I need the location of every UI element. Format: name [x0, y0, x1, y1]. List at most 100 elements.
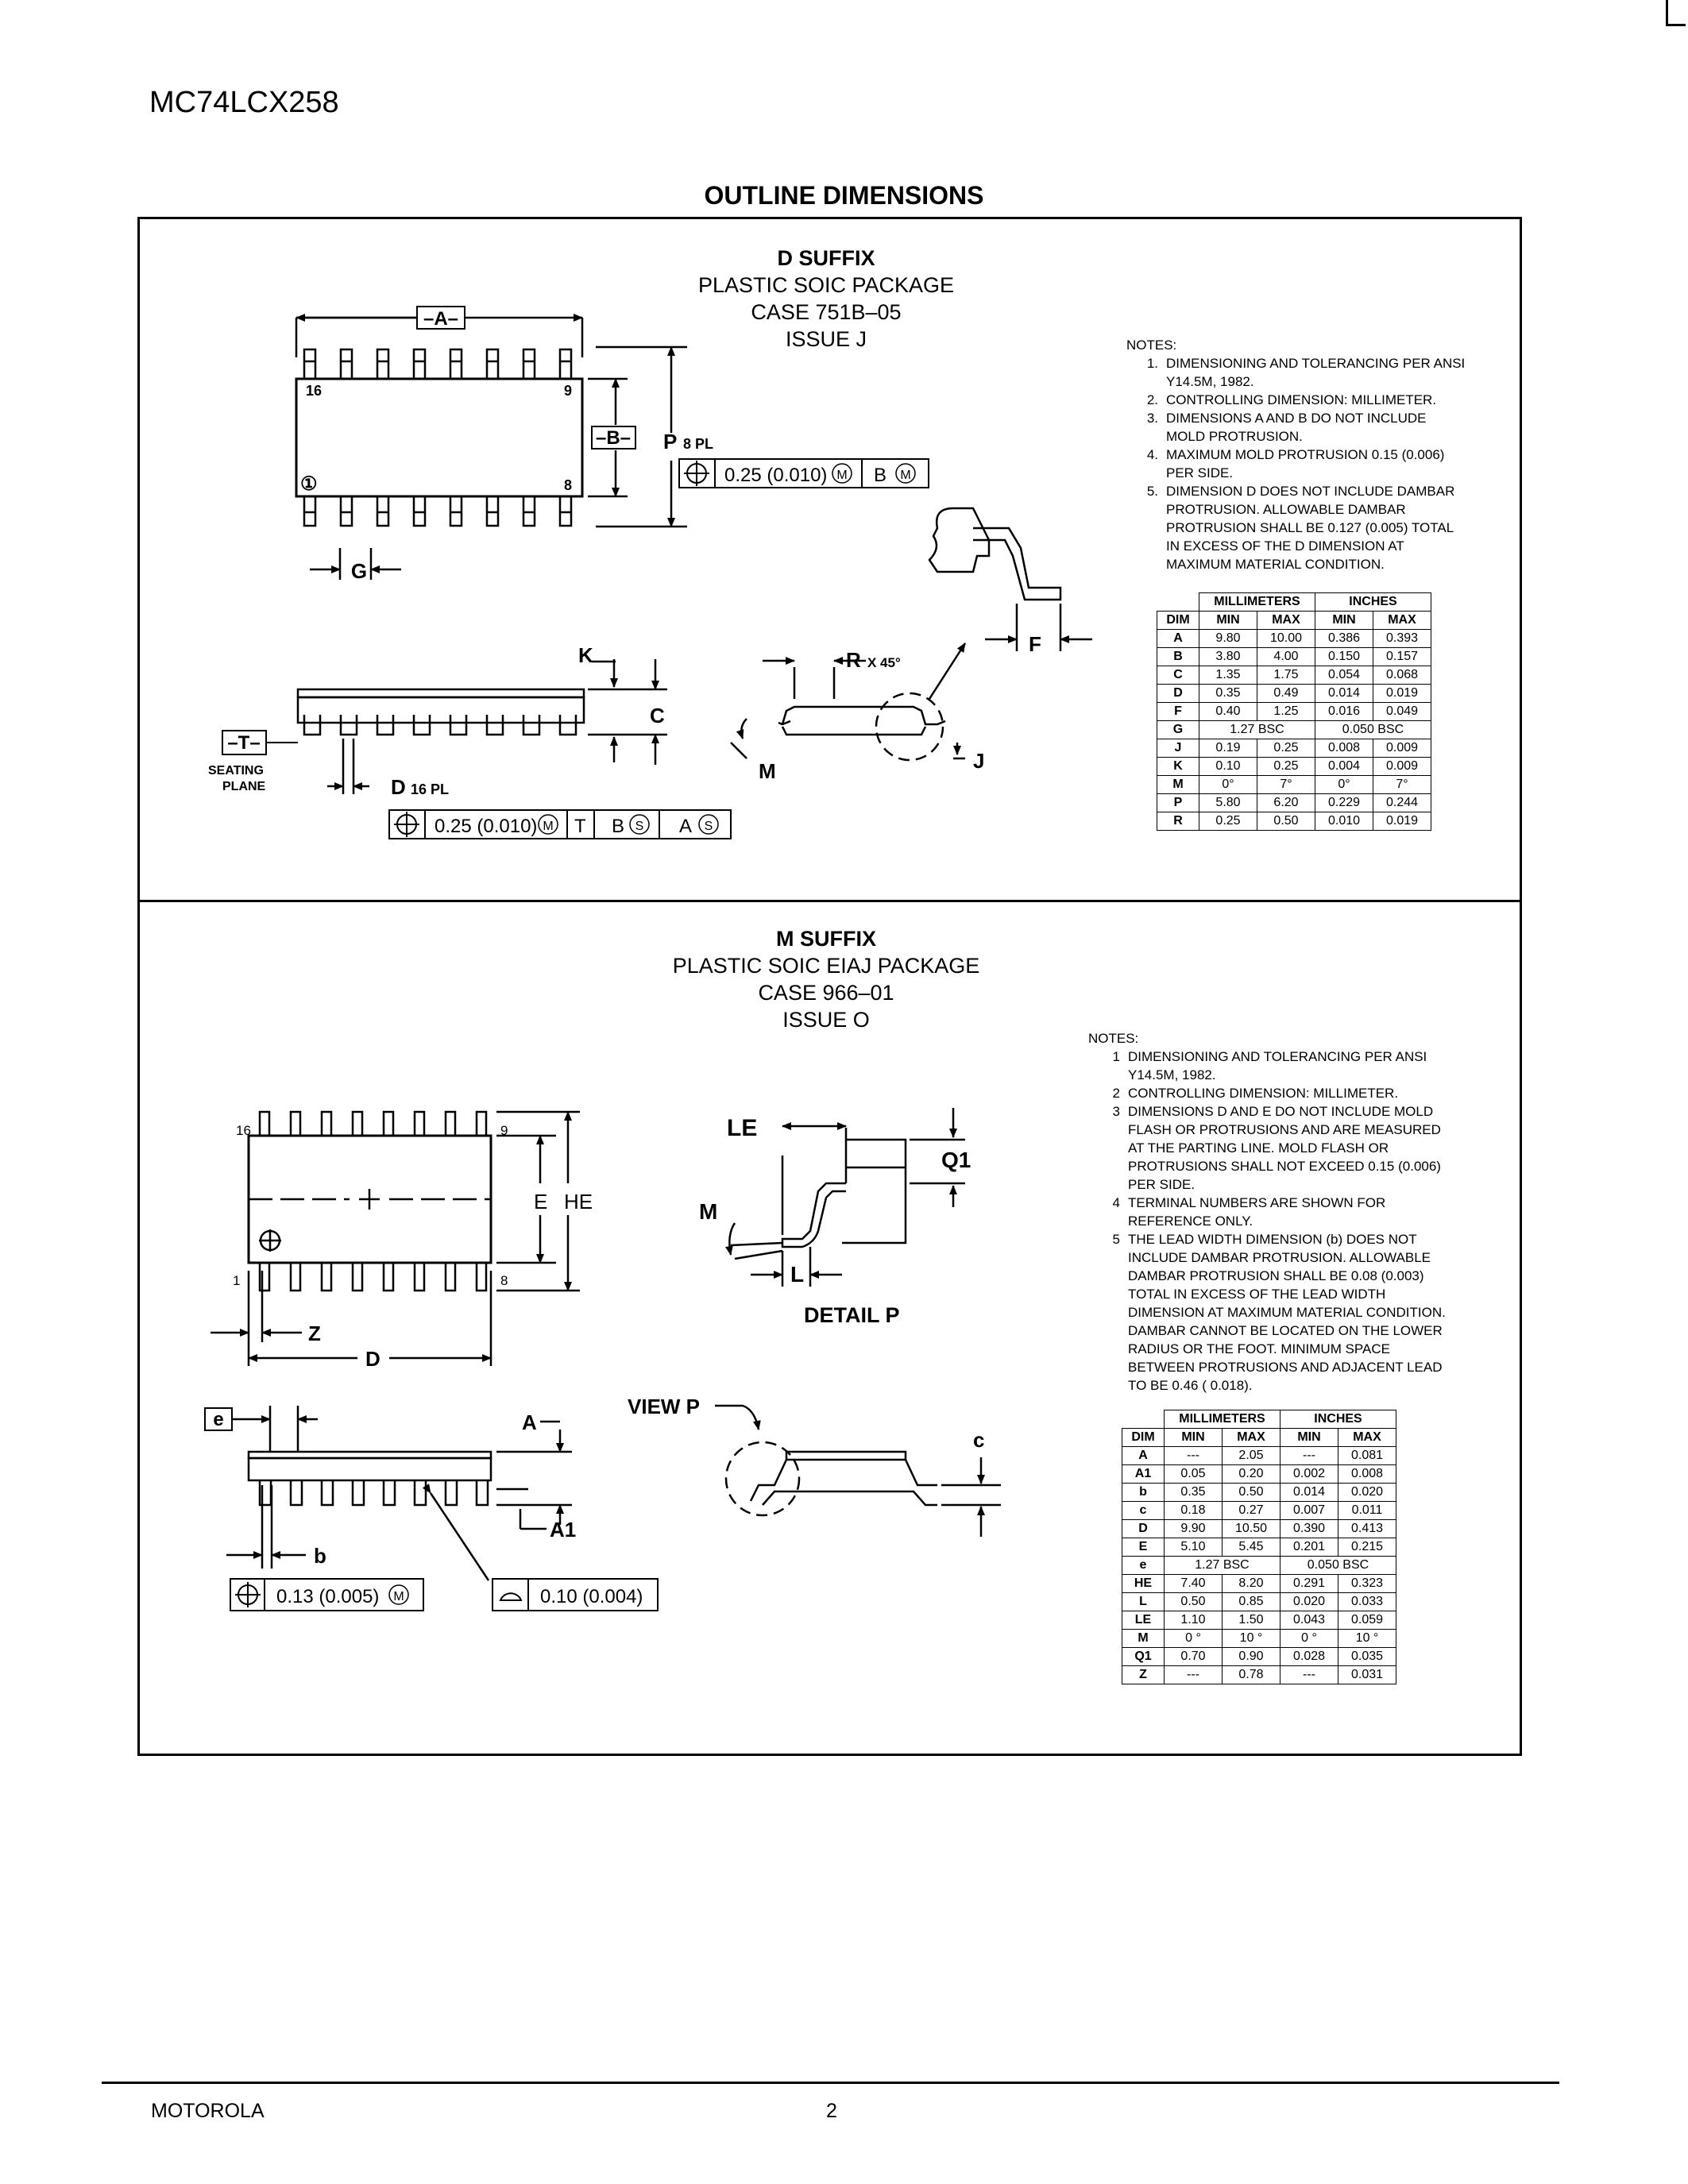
value-cell: 1.27 BSC — [1199, 720, 1315, 739]
d-suffix-issue: ISSUE J — [785, 327, 867, 351]
value-cell: 0.25 — [1199, 812, 1257, 831]
note-text: DIMENSIONING AND TOLERANCING PER ANSI Y1… — [1166, 356, 1466, 389]
note-number: 3 — [1112, 1104, 1120, 1119]
d-end-view: R X 45° M J — [730, 642, 984, 783]
lead-pin — [258, 1261, 271, 1292]
m-suffix-dimension-table: MILLIMETERS INCHES DIM MIN MAX MIN MAX A… — [1122, 1410, 1396, 1684]
note-text: DIMENSIONS D AND E DO NOT INCLUDE MOLD F… — [1128, 1104, 1441, 1192]
m-suffix-heading: M SUFFIX PLASTIC SOIC EIAJ PACKAGE CASE … — [635, 925, 1017, 1033]
dim-cell: A — [1157, 629, 1199, 648]
value-cell: 0.014 — [1280, 1483, 1338, 1502]
value-cell: 0.215 — [1338, 1538, 1396, 1557]
section-divider — [137, 900, 1522, 902]
pin-16-label: 16 — [236, 1123, 251, 1138]
dim-note-p: 8 PL — [683, 436, 713, 452]
value-cell: 0.002 — [1280, 1464, 1338, 1484]
value-cell: 0.049 — [1373, 702, 1431, 721]
mmc-symbol: M — [543, 820, 553, 833]
dim-cell: L — [1122, 1592, 1165, 1611]
note-item: 3.DIMENSIONS A AND B DO NOT INCLUDE MOLD… — [1126, 409, 1508, 446]
dim-cell: HE — [1122, 1574, 1165, 1593]
dim-cell: c — [1122, 1501, 1165, 1520]
lead-pin — [558, 348, 573, 379]
value-cell: --- — [1280, 1665, 1338, 1684]
note-item: 1.DIMENSIONING AND TOLERANCING PER ANSI … — [1126, 354, 1508, 391]
note-number: 4. — [1146, 447, 1158, 462]
dim-label-k: K — [578, 643, 593, 667]
datum-b: B — [612, 816, 624, 837]
pin-1-label: ① — [300, 473, 318, 495]
lead-pin — [413, 1480, 427, 1507]
value-cell: 0.054 — [1315, 666, 1373, 685]
value-cell: 0.068 — [1373, 666, 1431, 685]
lead-pin — [339, 496, 353, 527]
note-number: 4 — [1112, 1195, 1120, 1210]
value-cell: 0.40 — [1199, 702, 1257, 721]
lead-pin — [289, 1480, 303, 1507]
note-text: THE LEAD WIDTH DIMENSION (b) DOES NOT IN… — [1128, 1232, 1446, 1393]
note-number: 5 — [1112, 1232, 1120, 1247]
document-title: MC74LCX258 — [149, 86, 339, 119]
col-header: MAX — [1373, 611, 1431, 630]
dim-label-m: M — [699, 1199, 717, 1224]
rfs-symbol: S — [705, 820, 713, 833]
d-suffix-title: D SUFFIX — [777, 246, 875, 270]
lead-pin — [320, 1110, 333, 1137]
outline-frame — [137, 217, 1522, 1756]
d-lead-detail: F — [928, 507, 1092, 656]
lead-pin — [485, 496, 500, 527]
lead-pin — [475, 1110, 488, 1137]
value-cell: 0.019 — [1373, 684, 1431, 703]
dim-label-q1: Q1 — [941, 1148, 971, 1172]
value-cell: 0.413 — [1338, 1519, 1396, 1538]
lead-pin — [376, 715, 395, 736]
value-cell: 0.323 — [1338, 1574, 1396, 1593]
dim-cell: P — [1157, 793, 1199, 812]
d-suffix-heading: D SUFFIX PLASTIC SOIC PACKAGE CASE 751B–… — [635, 245, 1017, 353]
lead-pin — [558, 715, 577, 736]
lead-pin — [303, 348, 317, 379]
dim-cell: Z — [1122, 1665, 1165, 1684]
value-cell: 5.45 — [1222, 1538, 1280, 1557]
value-cell: 0.011 — [1338, 1501, 1396, 1520]
value-cell: 10 ° — [1222, 1629, 1280, 1648]
value-cell: 0.008 — [1338, 1464, 1396, 1484]
dim-label-c: c — [973, 1428, 984, 1452]
lead-pin — [382, 1480, 396, 1507]
col-header: MAX — [1222, 1428, 1280, 1447]
note-text: CONTROLLING DIMENSION: MILLIMETER. — [1166, 392, 1437, 407]
dim-label-b: –B– — [596, 427, 631, 449]
note-item: 5 THE LEAD WIDTH DIMENSION (b) DOES NOT I… — [1088, 1230, 1509, 1395]
dim-cell: LE — [1122, 1611, 1165, 1630]
lead-pin — [412, 496, 427, 527]
group-header-in: INCHES — [1315, 592, 1431, 612]
value-cell: 0.031 — [1338, 1665, 1396, 1684]
value-cell: 0.081 — [1338, 1446, 1396, 1465]
lead-pin — [382, 1261, 395, 1292]
lead-pin — [303, 496, 317, 527]
table-row: A---2.05---0.081 — [1122, 1446, 1396, 1465]
value-cell: 5.80 — [1199, 793, 1257, 812]
value-cell: 2.05 — [1222, 1446, 1280, 1465]
value-cell: 0.009 — [1373, 739, 1431, 758]
lead-pin — [413, 1261, 426, 1292]
table-row: Z---0.78---0.031 — [1122, 1665, 1396, 1684]
dim-label-g: G — [351, 559, 367, 583]
rfs-symbol: S — [635, 820, 644, 833]
tol-value: 0.25 (0.010) — [435, 816, 537, 837]
value-cell: --- — [1164, 1665, 1223, 1684]
value-cell: --- — [1280, 1446, 1338, 1465]
m-side-view: e A A1 b — [204, 1406, 576, 1581]
lead-pin — [522, 715, 541, 736]
value-cell: 0.007 — [1280, 1501, 1338, 1520]
dim-cell: K — [1157, 757, 1199, 776]
value-cell: 0.157 — [1373, 647, 1431, 666]
